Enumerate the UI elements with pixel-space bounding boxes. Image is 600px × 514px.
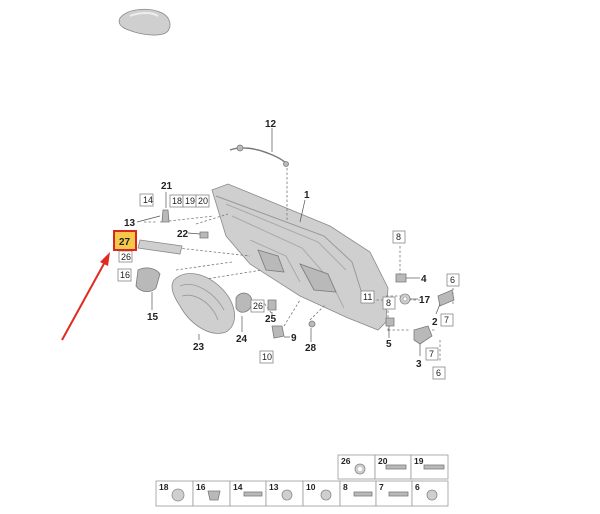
leader-lines — [136, 128, 441, 356]
highlighted-part-27[interactable]: 27 — [113, 230, 137, 251]
door-cable — [229, 144, 289, 167]
car-thumbnail-icon — [118, 8, 171, 36]
callout-22: 12 — [265, 119, 277, 130]
callout-5: 5 — [386, 339, 392, 350]
svg-text:11: 11 — [363, 292, 372, 302]
callout-4: 4 — [421, 274, 427, 285]
ref-box-7-top: 7 — [440, 313, 454, 327]
ref-box-6-bottom: 6 — [432, 366, 446, 380]
callout-2: 2 — [432, 317, 438, 328]
ref-box-19: 19 — [182, 194, 197, 208]
pointer-arrow — [61, 252, 110, 341]
legend-cell-7: 7 — [375, 480, 413, 507]
svg-text:8: 8 — [396, 232, 401, 242]
svg-text:6: 6 — [436, 368, 441, 378]
svg-text:10: 10 — [306, 482, 316, 492]
callout-15: 15 — [147, 312, 159, 323]
svg-text:14: 14 — [143, 195, 153, 205]
ref-box-8-top: 8 — [392, 230, 406, 244]
svg-text:27: 27 — [119, 237, 131, 248]
legend-cell-10: 10 — [302, 480, 341, 507]
svg-text:7: 7 — [444, 315, 449, 325]
legend-cell-18: 18 — [155, 480, 194, 507]
svg-text:7: 7 — [429, 349, 434, 359]
callout-23: 23 — [193, 342, 205, 353]
svg-text:18: 18 — [172, 196, 182, 206]
svg-text:10: 10 — [262, 352, 272, 362]
legend-cell-6: 6 — [411, 480, 449, 507]
door-shell — [211, 183, 389, 331]
callout-28: 28 — [305, 343, 317, 354]
svg-text:26: 26 — [341, 456, 351, 466]
parts-cluster — [135, 209, 455, 345]
svg-text:19: 19 — [185, 196, 195, 206]
legend-cell-19: 19 — [410, 454, 449, 480]
legend-cell-16: 16 — [192, 480, 231, 507]
legend-cell-13: 13 — [265, 480, 304, 507]
svg-text:19: 19 — [414, 456, 424, 466]
svg-text:13: 13 — [269, 482, 279, 492]
ref-box-8-bottom: 8 — [382, 296, 396, 310]
legend-cell-26: 26 — [337, 454, 376, 480]
callout-1: 1 — [304, 190, 310, 201]
ref-box-16: 16 — [117, 268, 132, 282]
ref-box-6-top: 6 — [446, 273, 460, 287]
callout-13: 13 — [124, 218, 136, 229]
legend-cell-8: 8 — [339, 480, 377, 507]
svg-text:6: 6 — [415, 482, 420, 492]
svg-text:8: 8 — [343, 482, 348, 492]
callout-9: 9 — [291, 333, 297, 344]
callout-21: 22 — [177, 229, 189, 240]
svg-text:8: 8 — [386, 298, 391, 308]
svg-text:20: 20 — [198, 196, 208, 206]
svg-text:6: 6 — [450, 275, 455, 285]
ref-box-18: 18 — [169, 194, 184, 208]
svg-text:16: 16 — [120, 270, 130, 280]
svg-text:7: 7 — [379, 482, 384, 492]
legend-cell-14: 14 — [229, 480, 267, 507]
svg-text:16: 16 — [196, 482, 206, 492]
legend-cell-20: 20 — [374, 454, 412, 480]
ref-box-7-bottom: 7 — [425, 347, 439, 361]
boxed-refs: 14 18 19 20 26 16 26 10 8 11 6 7 8 7 6 — [117, 193, 460, 380]
ref-box-10: 10 — [259, 350, 274, 364]
svg-text:26: 26 — [253, 301, 263, 311]
svg-text:18: 18 — [159, 482, 169, 492]
callout-labels: 12 1 21 13 22 15 23 24 25 9 28 4 17 2 5 … — [124, 119, 438, 370]
callout-12: 17 — [419, 295, 431, 306]
callout-25: 25 — [265, 314, 277, 325]
ref-box-20: 20 — [195, 194, 210, 208]
ref-box-14: 14 — [139, 193, 154, 207]
fastener-legend: 26 20 19 18 16 14 — [155, 454, 449, 507]
callout-24: 24 — [236, 334, 248, 345]
callout-3: 3 — [416, 359, 422, 370]
ref-box-26-center: 26 — [250, 299, 265, 313]
svg-text:20: 20 — [378, 456, 388, 466]
svg-text:26: 26 — [121, 252, 131, 262]
svg-text:14: 14 — [233, 482, 243, 492]
callout-17: 21 — [161, 181, 173, 192]
ref-box-11: 11 — [360, 290, 375, 304]
ref-box-26-left: 26 — [118, 250, 133, 263]
